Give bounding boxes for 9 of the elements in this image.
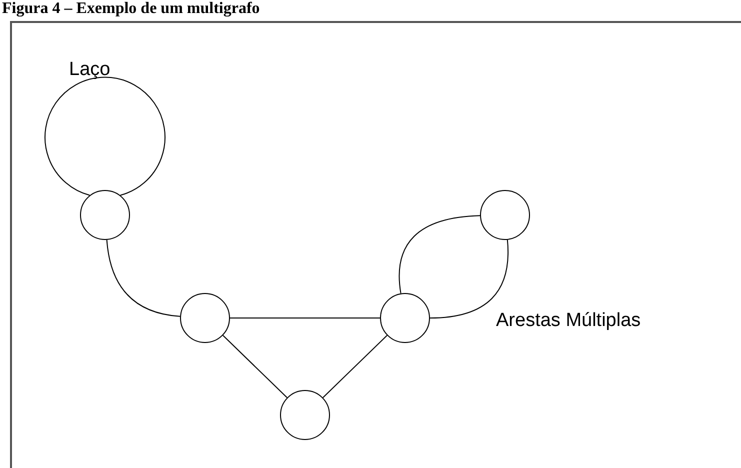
annotation-label: Laço — [69, 58, 110, 82]
annotation-label: Arestas Múltiplas — [496, 309, 641, 333]
edge-line — [398, 215, 480, 294]
loop-edge — [44, 76, 166, 196]
edge-line — [106, 239, 181, 317]
figure-title: Figura 4 – Exemplo de um multigrafo — [2, 0, 260, 18]
edge-line — [430, 239, 509, 318]
edge-line — [222, 334, 288, 398]
edge-line — [322, 334, 388, 398]
